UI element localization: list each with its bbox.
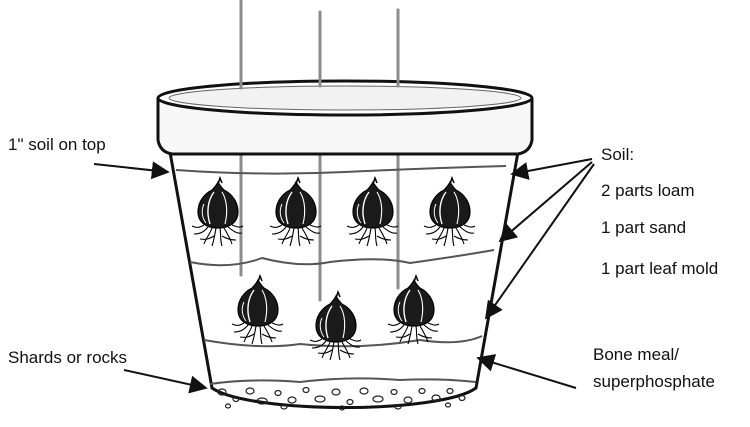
label-soil-on-top: 1" soil on top <box>8 136 106 153</box>
arrow-bone-meal <box>478 358 576 388</box>
lower-bulb-layer <box>232 276 439 360</box>
bulb-icon <box>270 178 321 246</box>
rock-layer-line <box>210 378 476 384</box>
bulb-icon <box>347 178 398 246</box>
bulb-icon <box>310 292 361 360</box>
arrow-soil-top <box>94 164 168 172</box>
top-soil-line <box>176 166 506 174</box>
rocks <box>218 388 465 411</box>
label-superphosphate: superphosphate <box>593 373 715 390</box>
upper-bulb-layer <box>192 178 475 246</box>
arrow-shards <box>124 370 206 388</box>
label-soil-loam: 2 parts loam <box>601 182 695 199</box>
label-bone-meal: Bone meal/ <box>593 346 679 363</box>
label-soil-heading: Soil: <box>601 146 634 163</box>
label-soil-sand: 1 part sand <box>601 219 686 236</box>
callout-arrows <box>94 159 594 388</box>
bulb-icon <box>232 276 283 344</box>
label-soil-leaf-mold: 1 part leaf mold <box>601 260 718 277</box>
middle-soil-line <box>190 250 494 265</box>
marker-sticks-front <box>241 0 398 88</box>
bulb-icon <box>388 276 439 344</box>
bulb-icon <box>424 178 475 246</box>
pot-rim <box>158 81 532 154</box>
label-shards-or-rocks: Shards or rocks <box>8 349 127 366</box>
bulb-icon <box>192 178 243 246</box>
